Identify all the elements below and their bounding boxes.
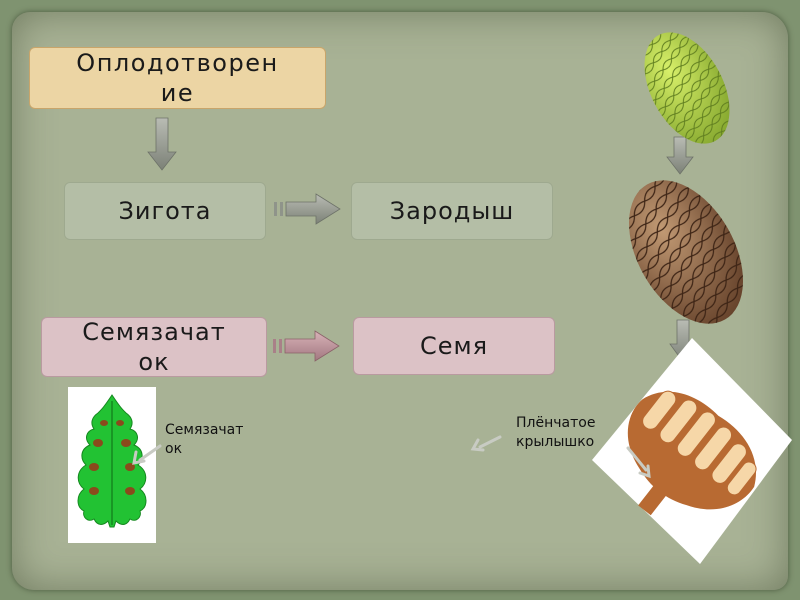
wing-caption-line2: крылышко [516, 433, 595, 450]
arrow-right-zygote-embryo [274, 193, 341, 225]
ovule-box: Семязачат ок [41, 317, 267, 377]
seed-scale-illustration [77, 394, 147, 528]
seed-box: Семя [353, 317, 555, 375]
arrow-right-ovule-seed [273, 330, 340, 362]
seed-label: Семя [419, 332, 489, 360]
fertilization-line2: ие [160, 79, 195, 107]
ovule-caption-line1: Семязачат [165, 422, 244, 438]
ovule-caption: Семязачат ок [165, 421, 285, 459]
fertilization-box: Оплодотворен ие [29, 47, 326, 109]
zygote-label: Зигота [118, 197, 212, 225]
wing-caption-line1: Плёнчатое [516, 415, 596, 431]
ovule-line2: ок [138, 348, 170, 376]
ovule-line1: Семязачат [82, 318, 226, 346]
embryo-label: Зародыш [389, 197, 515, 225]
arrow-pointer-wing [470, 435, 502, 452]
arrow-down-cone-1 [666, 136, 694, 175]
embryo-box: Зародыш [351, 182, 553, 240]
wing-caption: Плёнчатое крылышко [516, 414, 636, 452]
fertilization-line1: Оплодотворен [76, 49, 279, 77]
arrow-down-fertilization [147, 117, 177, 171]
zygote-box: Зигота [64, 182, 266, 240]
ovule-caption-line2: ок [165, 440, 183, 457]
seed-scale-image [68, 387, 156, 543]
